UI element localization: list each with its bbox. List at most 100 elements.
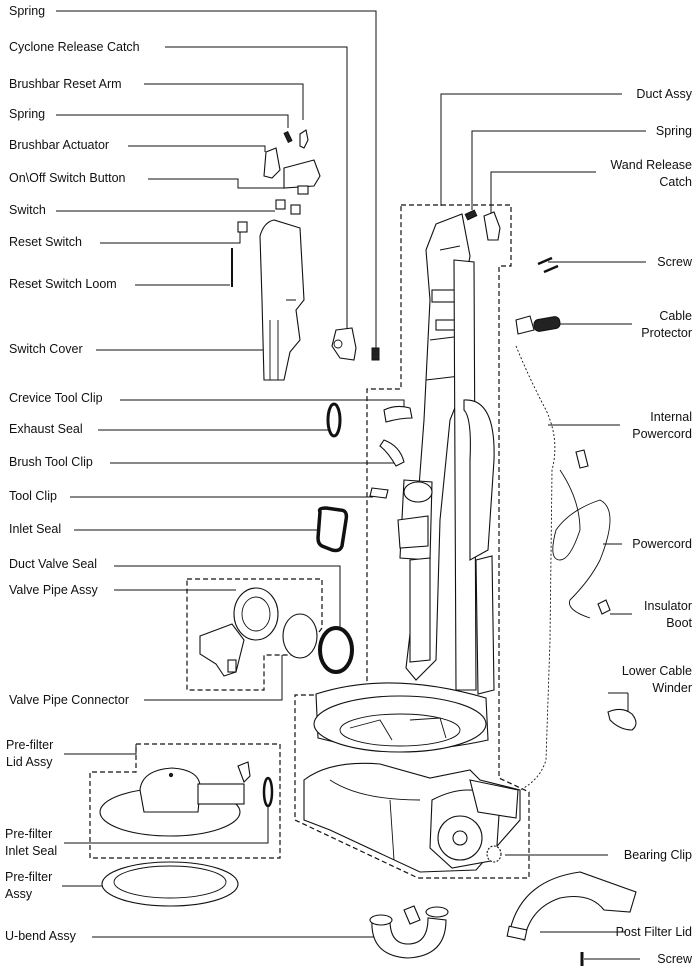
- wand-release-catch-part: [483, 211, 501, 241]
- leader-spring-2: [56, 114, 289, 128]
- label-pre-filter-assy-line2: Assy: [5, 887, 33, 901]
- seals: [316, 402, 354, 674]
- exhaust-seal-part: [326, 402, 342, 438]
- label-u-bend-assy: U-bend Assy: [5, 929, 76, 943]
- pre-filter-inlet-seal-part: [262, 776, 274, 808]
- leader-brushbar-actuator: [128, 145, 266, 152]
- label-cyclone-release-catch: Cyclone Release Catch: [9, 40, 140, 54]
- leader-spring-1: [56, 10, 377, 348]
- label-pre-filter-inlet-seal-line1: Pre-filter: [5, 827, 53, 841]
- label-pre-filter-lid-assy-line1: Pre-filter: [6, 738, 54, 752]
- label-valve-pipe-assy: Valve Pipe Assy: [9, 583, 98, 597]
- label-reset-switch: Reset Switch: [9, 235, 82, 249]
- wand-tube: [453, 259, 477, 691]
- label-duct-assy: Duct Assy: [636, 87, 692, 101]
- vacuum-main-body: [303, 213, 521, 873]
- leader-duct-assy: [440, 93, 622, 206]
- label-spring-1: Spring: [9, 4, 46, 18]
- leader-spring-3: [471, 130, 646, 210]
- post-filter-lid-part: [509, 871, 637, 941]
- pre-filter-parts: [99, 761, 274, 907]
- cyclone-support: [409, 557, 431, 663]
- cable-protector-part: [515, 315, 535, 335]
- tool-clip-part: [369, 487, 389, 499]
- bin-bowl: [313, 695, 487, 753]
- crevice-tool-clip-part: [383, 405, 413, 423]
- pre-filter-lid-boundary: [89, 743, 281, 859]
- valve-pipe-connector-part: [282, 613, 318, 659]
- label-screw-1: Screw: [657, 255, 692, 269]
- label-crevice-tool-clip: Crevice Tool Clip: [9, 391, 103, 405]
- label-insulator-boot-line1: Insulator: [644, 599, 692, 613]
- internal-powercord-part: [515, 345, 556, 791]
- label-pre-filter-lid-assy-line2: Lid Assy: [6, 755, 53, 769]
- switch-cover-part: [259, 219, 305, 381]
- leader-reset-switch: [100, 232, 241, 244]
- lower-cable-winder-part: [607, 708, 637, 731]
- switch-part-a: [275, 199, 286, 210]
- brushbar-actuator-part: [263, 147, 281, 179]
- label-post-filter-lid: Post Filter Lid: [615, 925, 692, 939]
- label-lower-cable-winder: Lower Cable Winder: [622, 663, 692, 697]
- label-brushbar-actuator: Brushbar Actuator: [9, 138, 110, 152]
- main-body-boundary: [294, 204, 530, 879]
- label-insulator-boot-line2: Boot: [666, 616, 692, 630]
- label-pre-filter-assy: Pre-filter Assy: [5, 869, 52, 903]
- pre-filter-lid-latch: [237, 761, 251, 783]
- label-inlet-seal: Inlet Seal: [9, 522, 62, 536]
- label-lower-cable-winder-line1: Lower Cable: [621, 664, 692, 678]
- leader-valve-pipe-connector: [144, 655, 283, 701]
- cyclone-release-catch-part: [331, 327, 357, 361]
- label-wand-release-catch-line2: Catch: [659, 175, 692, 189]
- label-powercord: Powercord: [632, 537, 692, 551]
- leader-lines-left: [56, 10, 405, 938]
- label-switch-cover: Switch Cover: [9, 342, 83, 356]
- spring-2-part: [283, 130, 293, 144]
- screw-1-part-a: [537, 256, 553, 266]
- label-brushbar-reset-arm: Brushbar Reset Arm: [9, 77, 122, 91]
- pre-filter-assy-part: [101, 861, 239, 907]
- pre-filter-lid-arm: [197, 783, 245, 805]
- inlet-seal-part: [316, 506, 349, 553]
- label-pre-filter-lid-assy: Pre-filter Lid Assy: [6, 737, 53, 771]
- valve-pipe-boundary: [186, 578, 323, 691]
- label-insulator-boot: Insulator Boot: [644, 598, 692, 632]
- label-bearing-clip: Bearing Clip: [623, 848, 692, 862]
- switch-part-b: [290, 204, 301, 215]
- bearing-clip-part: [486, 845, 502, 863]
- label-lower-cable-winder-line2: Winder: [652, 681, 692, 695]
- label-screw-2: Screw: [657, 952, 692, 966]
- leader-wand-release-catch: [490, 171, 596, 218]
- label-valve-pipe-connector: Valve Pipe Connector: [9, 693, 129, 707]
- valve-pipe-assy-part: [199, 587, 318, 677]
- label-spring-2: Spring: [9, 107, 46, 121]
- right-side-parts: [464, 209, 637, 966]
- u-bend-assy-part: [369, 905, 449, 959]
- switch-parts: [231, 129, 380, 381]
- label-exhaust-seal: Exhaust Seal: [9, 422, 83, 436]
- screw-1-part-b: [543, 264, 559, 274]
- brushbar-reset-arm-part: [299, 129, 309, 149]
- label-cable-protector-line1: Cable: [659, 309, 692, 323]
- duct-valve-seal-part: [318, 626, 354, 674]
- insulator-boot-part: [597, 599, 611, 615]
- assembly-boundaries: [89, 204, 530, 879]
- plug-part: [575, 449, 589, 469]
- label-cable-protector: Cable Protector: [641, 308, 692, 342]
- label-duct-valve-seal: Duct Valve Seal: [9, 557, 98, 571]
- label-internal-powercord-line2: Powercord: [632, 427, 692, 441]
- spring-1-part: [371, 347, 380, 361]
- label-pre-filter-inlet-seal-line2: Inlet Seal: [5, 844, 58, 858]
- leader-crevice-tool-clip: [120, 399, 405, 410]
- label-spring-3: Spring: [655, 124, 692, 138]
- reset-switch-part: [237, 221, 248, 233]
- leader-pre-filter-lid-assy: [64, 744, 137, 755]
- leader-cyclone-release-catch: [165, 46, 348, 330]
- leader-on-off-switch-button: [148, 178, 285, 189]
- label-internal-powercord: Internal Powercord: [632, 409, 692, 443]
- label-internal-powercord-line1: Internal: [650, 410, 692, 424]
- wheel-hub: [452, 830, 468, 846]
- handle-loop: [463, 399, 495, 561]
